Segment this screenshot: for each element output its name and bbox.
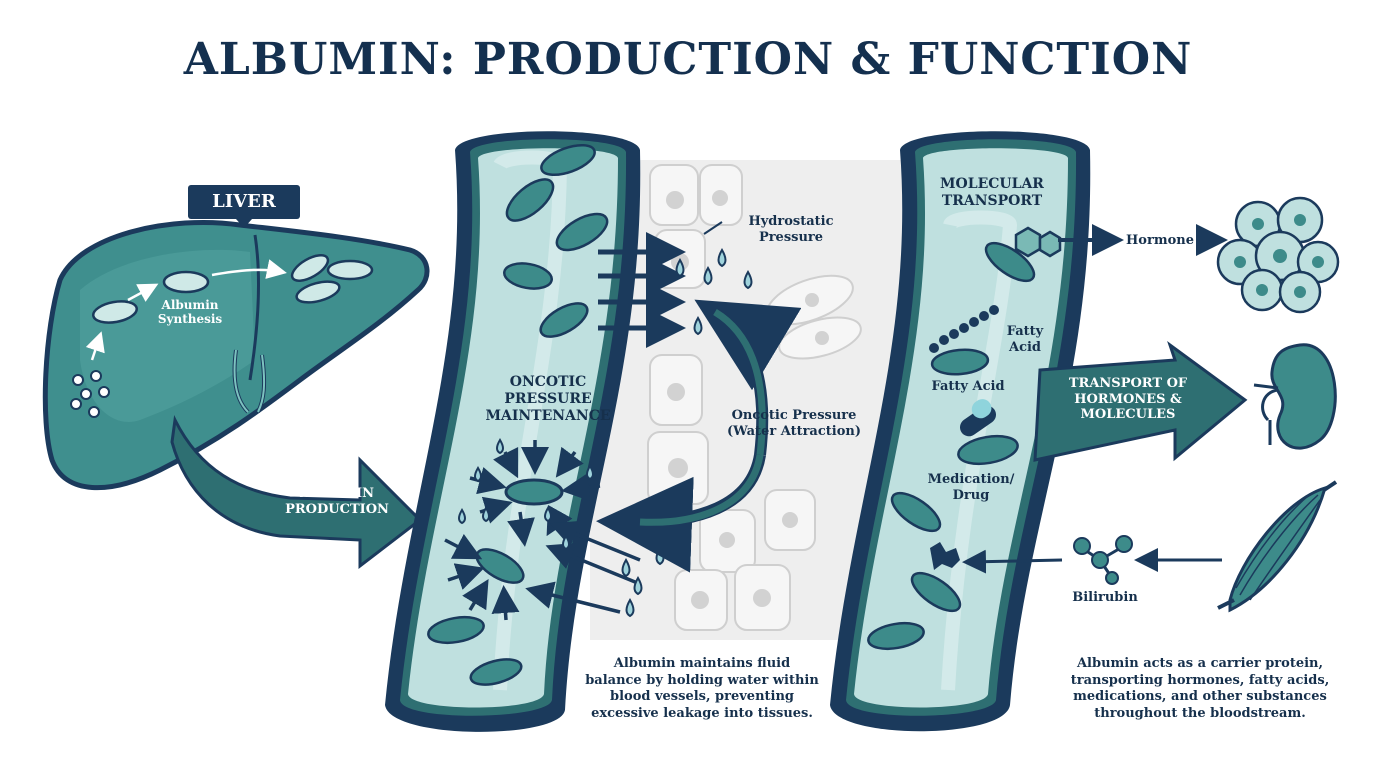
transport-arrow-label: TRANSPORT OF HORMONES & MOLECULES xyxy=(1068,376,1188,423)
hormone-label: Hormone xyxy=(1126,233,1194,248)
page-title: ALBUMIN: PRODUCTION & FUNCTION xyxy=(183,34,1193,85)
fatty-acid-chain-icon xyxy=(929,305,999,353)
bilirubin-molecule-icon xyxy=(1073,535,1133,585)
oncotic-pressure-label: Oncotic Pressure (Water Attraction) xyxy=(727,408,861,439)
kidney-icon xyxy=(1253,343,1337,450)
liver-icon xyxy=(42,220,430,491)
bilirubin-bound-icon xyxy=(930,542,960,570)
oncotic-caption: Albumin maintains fluid balance by holdi… xyxy=(585,656,819,721)
fatty-acid-label-lower: Fatty Acid xyxy=(931,379,1005,394)
liver-tag-box xyxy=(188,185,300,228)
muscle-icon xyxy=(1217,480,1338,613)
blood-vessel-oncotic xyxy=(385,131,641,732)
albumin-synthesis-label: Albumin Synthesis xyxy=(157,298,223,327)
pill-icon xyxy=(959,399,997,437)
transport-caption: Albumin acts as a carrier protein, trans… xyxy=(1070,656,1330,721)
transport-arrow xyxy=(1033,341,1248,462)
albumin-production-label: ALBUMIN PRODUCTION xyxy=(285,486,389,517)
transport-vessel-label: MOLECULAR TRANSPORT xyxy=(940,176,1044,209)
bilirubin-label: Bilirubin xyxy=(1072,590,1138,605)
hydrostatic-arrows xyxy=(598,232,686,348)
blood-vessel-transport xyxy=(830,131,1091,732)
bilirubin-arrows xyxy=(962,548,1222,574)
fatty-acid-label-upper: Fatty Acid xyxy=(1006,324,1044,355)
medication-label: Medication/ Drug xyxy=(927,472,1015,503)
albumin-molecule-icon xyxy=(504,478,564,506)
cell-cluster-icon xyxy=(1216,196,1340,314)
hexagon-molecule-icon xyxy=(1014,226,1062,258)
hydrostatic-pressure-label: Hydrostatic Pressure xyxy=(748,214,834,245)
liver-tag: LIVER xyxy=(212,191,276,212)
albumin-production-arrow xyxy=(170,414,423,570)
oncotic-vessel-label: ONCOTIC PRESSURE MAINTENANCE xyxy=(485,374,611,424)
